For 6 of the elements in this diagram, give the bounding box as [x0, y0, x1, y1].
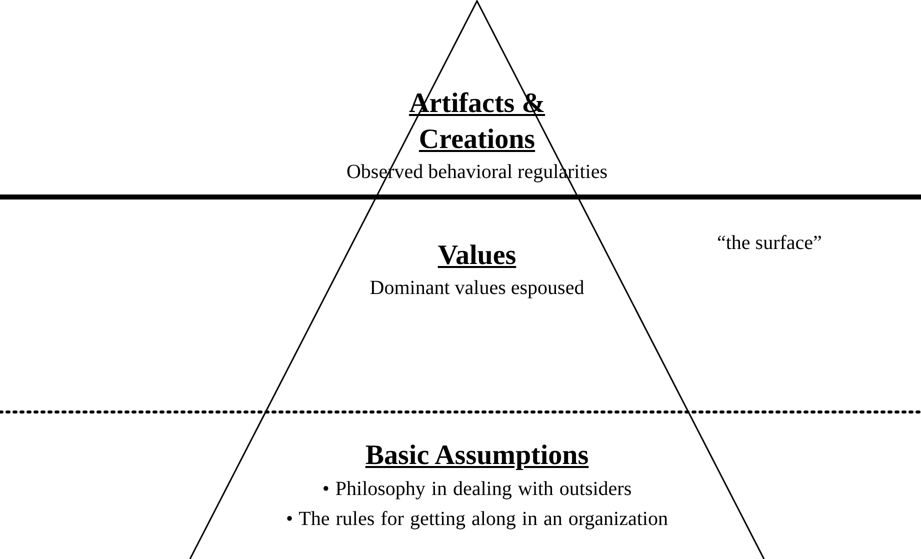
layer-heading: Basic Assumptions — [365, 439, 589, 473]
bullet-item: • Philosophy in dealing with outsiders — [322, 477, 632, 502]
layer-description: Dominant values espoused — [370, 276, 584, 301]
layer-heading: Values — [438, 239, 516, 273]
bullet-item: • The rules for getting along in an organization — [286, 507, 668, 532]
surface-label: “the surface” — [717, 231, 822, 256]
